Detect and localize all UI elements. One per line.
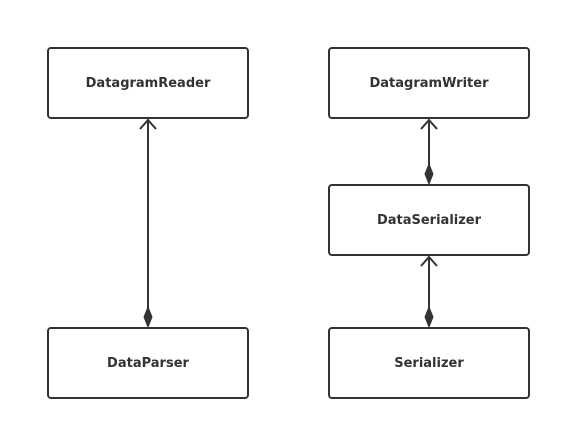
node-datagram-writer: DatagramWriter bbox=[328, 47, 530, 119]
node-label: DatagramReader bbox=[85, 75, 211, 91]
open-arrowhead bbox=[420, 118, 438, 130]
node-data-parser: DataParser bbox=[47, 327, 249, 399]
edge-dataserializer-to-datagramwriter bbox=[420, 118, 438, 186]
open-arrowhead bbox=[139, 118, 157, 130]
open-arrowhead bbox=[420, 255, 438, 267]
node-datagram-reader: DatagramReader bbox=[47, 47, 249, 119]
node-label: DataSerializer bbox=[376, 212, 482, 228]
composition-diamond bbox=[143, 305, 153, 329]
node-data-serializer: DataSerializer bbox=[328, 184, 530, 256]
composition-diamond bbox=[424, 305, 434, 329]
edge-serializer-to-dataserializer bbox=[420, 255, 438, 329]
edge-dataparser-to-datagramreader bbox=[139, 118, 157, 329]
node-label: DataParser bbox=[107, 355, 189, 371]
node-serializer: Serializer bbox=[328, 327, 530, 399]
node-label: Serializer bbox=[394, 355, 464, 371]
composition-diamond bbox=[424, 162, 434, 186]
node-label: DatagramWriter bbox=[369, 75, 489, 91]
